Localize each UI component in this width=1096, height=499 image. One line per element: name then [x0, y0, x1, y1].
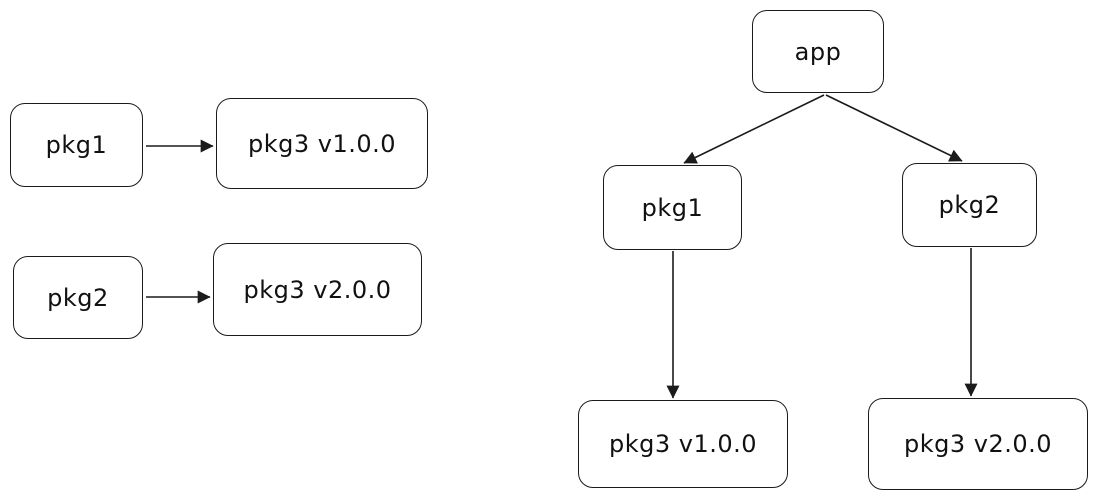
- node-tree-pkg3-v1: pkg3 v1.0.0: [578, 400, 788, 488]
- node-left-pkg3-v2: pkg3 v2.0.0: [213, 243, 422, 336]
- node-left-pkg1: pkg1: [10, 103, 143, 187]
- node-left-pkg3-v1: pkg3 v1.0.0: [216, 98, 428, 189]
- node-tree-pkg2: pkg2: [902, 163, 1037, 247]
- node-label: app: [794, 37, 842, 66]
- node-label: pkg3 v2.0.0: [243, 275, 392, 304]
- node-label: pkg2: [47, 283, 109, 312]
- node-left-pkg2: pkg2: [13, 256, 143, 339]
- node-tree-pkg3-v2: pkg3 v2.0.0: [868, 398, 1088, 490]
- node-label: pkg3 v2.0.0: [903, 430, 1053, 458]
- node-label: pkg2: [938, 191, 1001, 219]
- node-label: pkg3 v1.0.0: [247, 129, 397, 158]
- node-tree-app: app: [752, 10, 884, 93]
- node-label: pkg1: [45, 131, 108, 159]
- node-label: pkg3 v1.0.0: [608, 430, 758, 458]
- node-label: pkg1: [641, 193, 704, 222]
- node-tree-pkg1: pkg1: [603, 165, 742, 250]
- edge-tree-app-to-pkg1: [683, 94, 825, 164]
- edge-tree-app-to-pkg2: [825, 94, 963, 162]
